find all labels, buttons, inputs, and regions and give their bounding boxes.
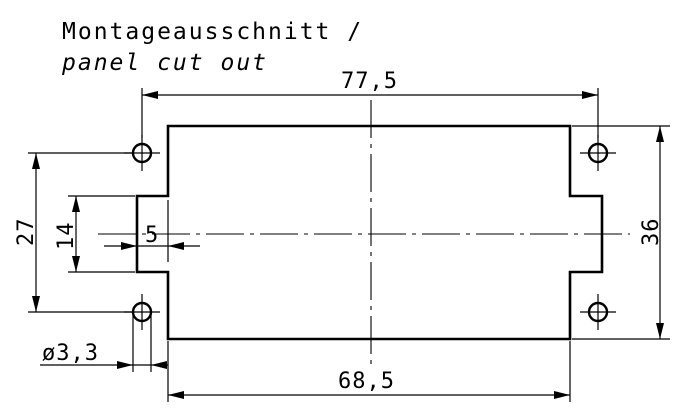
dimension-hole-vertical — [28, 152, 132, 313]
title-line-german: Montageausschnitt / — [62, 19, 363, 45]
dimension-label-77-5: 77,5 — [341, 69, 398, 94]
mounting-hole-bottom-right — [580, 294, 616, 330]
dimension-label-68-5: 68,5 — [338, 369, 395, 394]
dimension-label-27: 27 — [14, 218, 39, 247]
title-line-english: panel cut out — [61, 50, 268, 76]
dimension-notch-height — [68, 195, 135, 273]
dimension-label-36: 36 — [639, 218, 664, 247]
cutout-outline — [135, 124, 604, 341]
dimension-notch-depth — [104, 196, 200, 262]
dimension-label-diameter: ø3,3 — [42, 341, 99, 366]
dimension-label-14: 14 — [54, 222, 79, 251]
dimension-hole-spacing — [141, 88, 599, 138]
dimension-height-right — [572, 125, 670, 340]
dimension-cutout-width — [167, 341, 571, 402]
dimension-label-5: 5 — [145, 223, 159, 248]
dimension-hole-diameter — [40, 315, 168, 372]
mounting-hole-top-right — [580, 135, 616, 171]
